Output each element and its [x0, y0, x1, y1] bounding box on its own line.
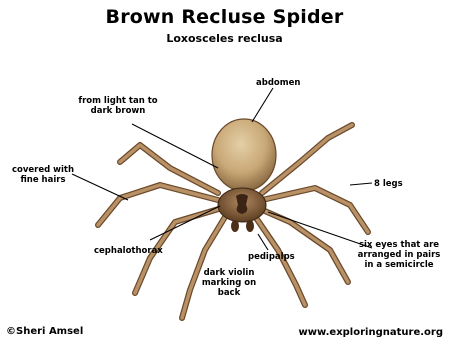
- label-legs: 8 legs: [374, 179, 403, 189]
- leader-abdomen: [252, 88, 273, 122]
- violin-marking: [236, 194, 248, 214]
- leader-cephalothorax: [150, 206, 220, 240]
- label-eyes: six eyes that are arranged in pairs in a…: [354, 240, 444, 270]
- label-hairs: covered with fine hairs: [8, 165, 78, 185]
- credit-site: www.exploringnature.org: [299, 327, 443, 338]
- label-color: from light tan to dark brown: [70, 96, 166, 116]
- label-violin: dark violin marking on back: [194, 268, 264, 298]
- leader-legs: [350, 183, 372, 185]
- abdomen-shape: [212, 119, 276, 191]
- credit-author: ©Sheri Amsel: [6, 326, 83, 337]
- label-abdomen: abdomen: [256, 78, 300, 88]
- label-cephalothorax: cephalothorax: [94, 246, 163, 256]
- label-pedipalps: pedipalps: [248, 252, 295, 262]
- leader-hairs: [72, 174, 128, 200]
